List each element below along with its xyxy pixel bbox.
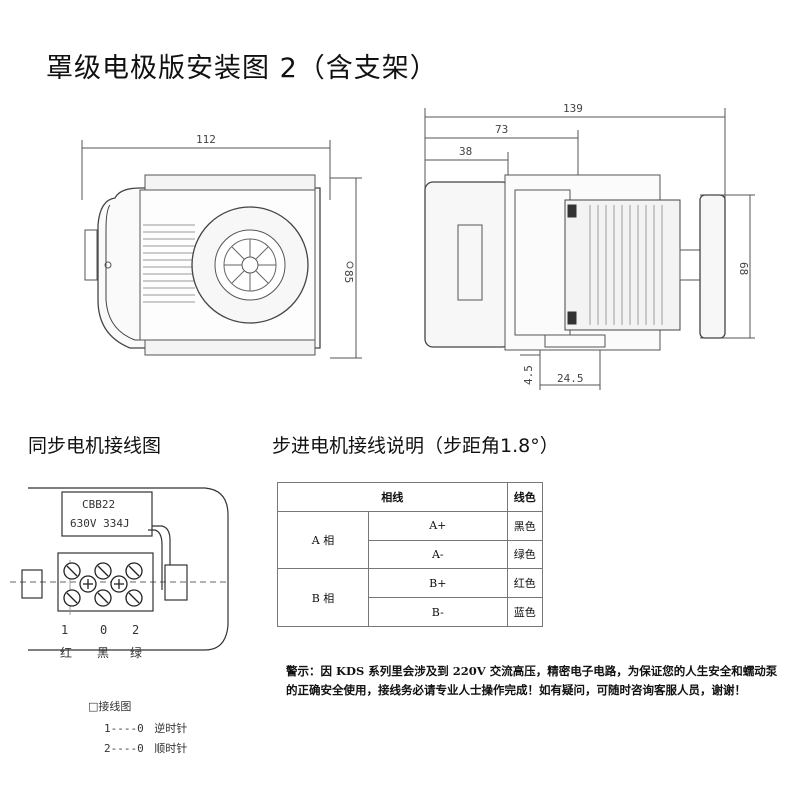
wiring-legend-title: □接线图 — [88, 700, 132, 713]
wiring-legend-line-2: 2----0 顺时针 — [104, 740, 187, 756]
stepper-title: 步进电机接线说明（步距角1.8°） — [272, 435, 559, 457]
stepper-wiring-table: 相线 线色 A 相 A+ 黑色 A- 绿色 B 相 B+ 红色 B- 蓝色 — [277, 482, 544, 627]
dimension-side-overall: 139 — [563, 102, 583, 115]
phase-a: A 相 — [277, 510, 369, 570]
dimension-foot-height: 4.5 — [522, 365, 535, 385]
terminal-number-2: 2 — [132, 623, 140, 637]
table-header-row: 相线 线色 — [277, 482, 544, 512]
phase-b: B 相 — [277, 568, 369, 627]
color-a-plus: 黑色 — [506, 510, 544, 541]
terminal-color-red: 红 — [60, 646, 73, 660]
table-row: A 相 A+ 黑色 — [277, 510, 544, 570]
dimension-foot-width: 24.5 — [557, 372, 584, 385]
terminal-number-0: 0 — [100, 623, 108, 637]
dimension-front-height: 85 — [342, 270, 355, 283]
terminal-number-1: 1 — [61, 623, 69, 637]
capacitor-model: CBB22 — [82, 498, 116, 511]
dimension-front-width: 112 — [196, 133, 216, 146]
wire-b-plus: B+ — [368, 568, 508, 599]
dimension-side-mid: 73 — [495, 123, 508, 136]
page-title: 罩级电极版安装图 2（含支架） — [46, 53, 438, 84]
wiring-title: 同步电机接线图 — [28, 435, 162, 457]
wire-b-minus: B- — [368, 597, 508, 627]
table-row: B 相 B+ 红色 — [277, 568, 544, 627]
table-row: A- 绿色 — [278, 539, 544, 570]
color-b-minus: 蓝色 — [506, 597, 544, 627]
wire-a-plus: A+ — [368, 510, 508, 541]
header-phase: 相线 — [277, 482, 508, 512]
wiring-legend-line-1: 1----0 逆时针 — [104, 720, 187, 736]
warning-text: 警示：因 KDS 系列里会涉及到 220V 交流高压，精密电子电路，为保证您的人… — [286, 664, 778, 697]
dimension-side-height: 68 — [737, 262, 750, 275]
table-row: B- 蓝色 — [278, 597, 544, 627]
legend-code: 1----0 — [104, 722, 144, 735]
capacitor-spec: 630V 334J — [70, 517, 130, 530]
legend-meaning: 顺时针 — [154, 742, 188, 755]
color-a-minus: 绿色 — [506, 539, 544, 570]
terminal-color-green: 绿 — [130, 646, 143, 660]
legend-code: 2----0 — [104, 742, 144, 755]
wire-a-minus: A- — [368, 539, 508, 570]
dimension-side-short: 38 — [459, 145, 472, 158]
legend-meaning: 逆时针 — [154, 722, 188, 735]
terminal-color-black: 黑 — [97, 646, 110, 660]
color-b-plus: 红色 — [506, 568, 544, 599]
header-color: 线色 — [506, 482, 544, 512]
